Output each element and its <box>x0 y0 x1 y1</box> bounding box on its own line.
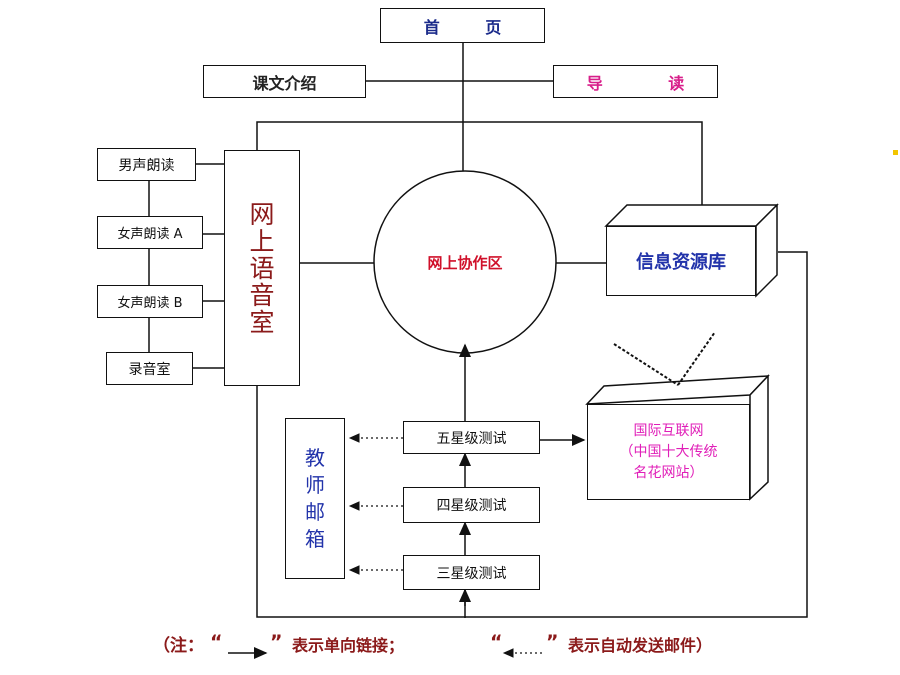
legend-quote1-close: ” <box>270 631 283 653</box>
guide-box[interactable]: 导 读 <box>553 65 718 98</box>
mailbox-char: 邮 <box>305 499 325 524</box>
legend-quote2-open: “ <box>490 631 503 653</box>
resource-top-face <box>604 204 779 227</box>
home-box[interactable]: 首 页 <box>380 8 545 43</box>
internet-side-face <box>749 374 769 501</box>
test-three-star-label: 三星级测试 <box>436 565 507 582</box>
male-reading-label: 男声朗读 <box>118 157 175 174</box>
test-four-star-box[interactable]: 四星级测试 <box>403 487 540 523</box>
test-five-star-box[interactable]: 五星级测试 <box>403 421 540 454</box>
home-label: 首 页 <box>423 17 502 37</box>
antenna-left <box>613 343 679 386</box>
bottom-loop-line <box>256 251 808 618</box>
top-loop-line <box>256 121 703 205</box>
intro-label: 课文介绍 <box>252 73 317 93</box>
recording-room-label: 录音室 <box>128 361 171 378</box>
mailbox-char: 师 <box>305 472 325 497</box>
voice-room-char: 室 <box>249 307 275 337</box>
resource-label: 信息资源库 <box>636 252 726 273</box>
female-b-box[interactable]: 女声朗读 B <box>97 285 203 318</box>
female-a-box[interactable]: 女声朗读 A <box>97 216 203 249</box>
guide-label: 导 读 <box>586 73 685 93</box>
teacher-mailbox-box[interactable]: 教 师 邮 箱 <box>285 418 345 579</box>
legend-auto-text: 表示自动发送邮件） <box>567 636 712 655</box>
mailbox-char: 箱 <box>305 526 325 551</box>
voice-room-char: 音 <box>249 280 275 310</box>
test-three-star-box[interactable]: 三星级测试 <box>403 555 540 590</box>
recording-room-box[interactable]: 录音室 <box>106 352 193 385</box>
test-four-star-label: 四星级测试 <box>436 498 507 514</box>
legend-quote1-open: “ <box>210 631 223 653</box>
female-a-label: 女声朗读 A <box>117 227 183 242</box>
collab-label: 网上协作区 <box>427 254 503 272</box>
internet-line: （中国十大传统 <box>619 443 718 460</box>
mailbox-char: 教 <box>305 445 325 470</box>
test-five-star-label: 五星级测试 <box>436 430 507 447</box>
resource-box[interactable]: 信息资源库 <box>606 226 756 296</box>
voice-room-char: 网 <box>249 199 275 229</box>
legend-open: （注： <box>153 635 204 656</box>
intro-box[interactable]: 课文介绍 <box>203 65 366 98</box>
internet-top-face <box>585 375 770 405</box>
voice-room-char: 语 <box>249 253 275 283</box>
resource-side-face <box>755 203 778 298</box>
decorative-dot <box>893 150 898 155</box>
internet-box[interactable]: 国际互联网 （中国十大传统 名花网站） <box>587 404 750 500</box>
antenna-right <box>677 331 716 386</box>
voice-room-char: 上 <box>249 226 275 256</box>
internet-line: 国际互联网 <box>633 422 704 439</box>
legend-single-text: 表示单向链接； <box>291 636 404 655</box>
legend-quote2-close: ” <box>546 631 559 653</box>
male-reading-box[interactable]: 男声朗读 <box>97 148 196 181</box>
voice-room-box[interactable]: 网 上 语 音 室 <box>224 150 300 386</box>
internet-line: 名花网站） <box>633 464 704 481</box>
female-b-label: 女声朗读 B <box>117 296 183 311</box>
